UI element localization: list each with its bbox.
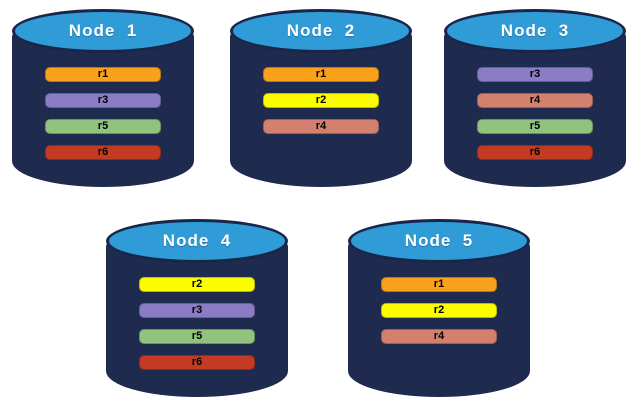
replica-bar-list: r1 r3 r5 r6 — [45, 67, 161, 160]
replica-bar-r3: r3 — [477, 67, 593, 82]
cylinder-top-ellipse: Node 3 — [444, 9, 626, 53]
replica-bar-r2: r2 — [381, 303, 497, 318]
replica-bar-r3: r3 — [45, 93, 161, 108]
replica-bar-r6: r6 — [45, 145, 161, 160]
replica-bar-list: r2 r3 r5 r6 — [139, 277, 255, 370]
node-title: Node 5 — [404, 231, 474, 250]
cylinder-body — [12, 31, 194, 187]
replica-bar-list: r1 r2 r4 — [381, 277, 497, 344]
cylinder-top-ellipse: Node 4 — [106, 219, 288, 263]
cylinder-top-ellipse: Node 5 — [348, 219, 530, 263]
replica-bar-r1: r1 — [381, 277, 497, 292]
replica-bar-r5: r5 — [477, 119, 593, 134]
database-node: Node 4 r2 r3 r5 r6 — [106, 219, 288, 397]
replica-bar-r1: r1 — [263, 67, 379, 82]
replica-bar-r5: r5 — [45, 119, 161, 134]
replica-bar-r2: r2 — [139, 277, 255, 292]
replica-bar-r6: r6 — [477, 145, 593, 160]
cylinder-body — [444, 31, 626, 187]
database-node: Node 1 r1 r3 r5 r6 — [12, 9, 194, 187]
replica-bar-r2: r2 — [263, 93, 379, 108]
cylinder-top-ellipse: Node 2 — [230, 9, 412, 53]
replica-bar-r1: r1 — [45, 67, 161, 82]
cylinder-body — [230, 31, 412, 187]
cylinder-top-ellipse: Node 1 — [12, 9, 194, 53]
replica-bar-r4: r4 — [263, 119, 379, 134]
replica-bar-r3: r3 — [139, 303, 255, 318]
database-node: Node 2 r1 r2 r4 — [230, 9, 412, 187]
replica-bar-r6: r6 — [139, 355, 255, 370]
cylinder-body — [348, 241, 530, 397]
node-title: Node 3 — [500, 21, 570, 40]
replica-bar-list: r1 r2 r4 — [263, 67, 379, 134]
database-node: Node 3 r3 r4 r5 r6 — [444, 9, 626, 187]
replica-bar-list: r3 r4 r5 r6 — [477, 67, 593, 160]
node-title: Node 2 — [286, 21, 356, 40]
node-title: Node 4 — [162, 231, 232, 250]
replica-bar-r5: r5 — [139, 329, 255, 344]
node-title: Node 1 — [68, 21, 138, 40]
replica-bar-r4: r4 — [477, 93, 593, 108]
replica-bar-r4: r4 — [381, 329, 497, 344]
cylinder-body — [106, 241, 288, 397]
database-node: Node 5 r1 r2 r4 — [348, 219, 530, 397]
